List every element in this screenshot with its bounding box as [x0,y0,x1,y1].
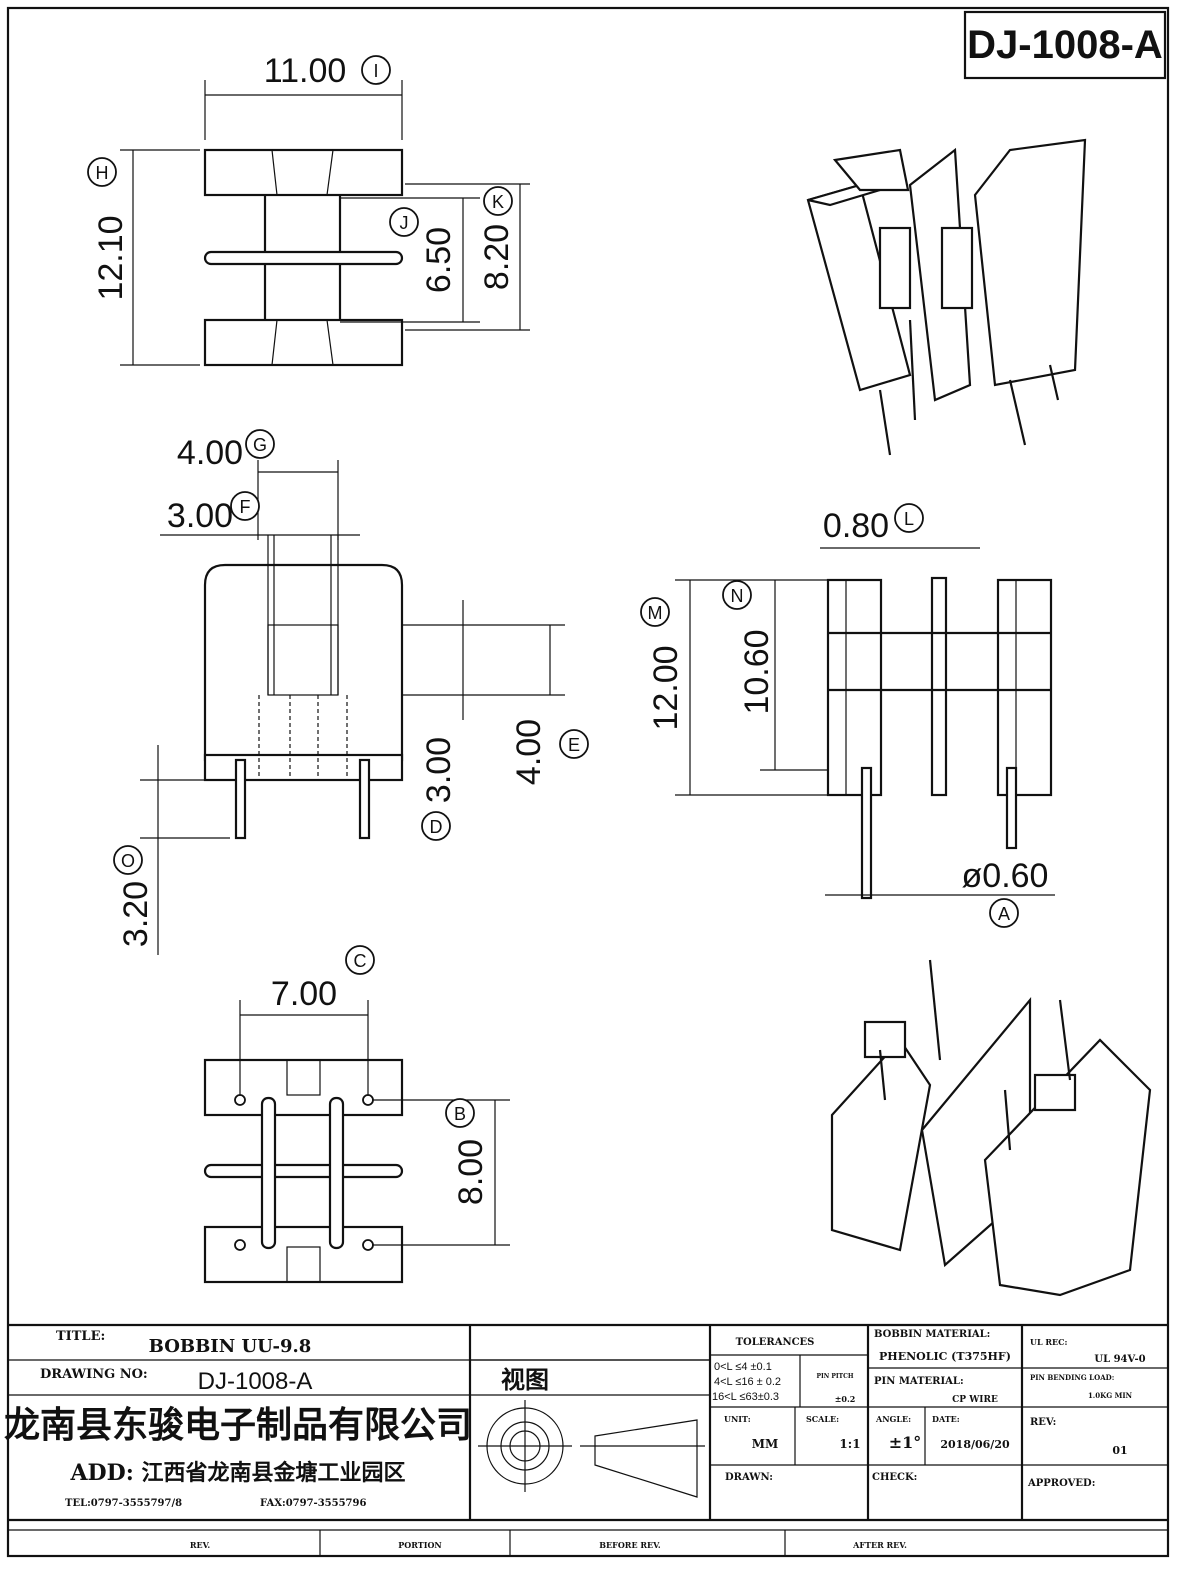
pin-load-value: 1.0KG MIN [1088,1391,1133,1400]
dim-B-letter: B [454,1104,466,1124]
dim-O-value: 3.20 [117,881,155,947]
code-box [963,10,1167,80]
drawing-no-label: DRAWING NO: [40,1367,148,1382]
dim-A: ø0.60 A [962,857,1049,928]
dim-E-value: 4.00 [510,719,548,785]
dim-F-value: 3.00 [167,497,233,535]
date-label: DATE: [932,1414,960,1424]
dim-I: 11.00 I [264,52,391,90]
tol-2: 4<L ≤16 ± 0.2 [714,1376,781,1388]
projection-symbol [478,1400,705,1498]
company-address: ADD: 江西省龙南县金塘工业园区 [69,1460,405,1486]
dim-I-value: 11.00 [264,52,347,90]
bottom-view [203,1000,510,1284]
dim-F: 3.00 F [167,491,260,535]
view-label: 视图 [501,1365,549,1394]
drawing-no-value: DJ-1008-A [198,1368,313,1395]
dim-D-letter: D [430,817,443,837]
ul-value: UL 94V-0 [1094,1354,1145,1365]
dim-K: K 8.20 [478,186,516,290]
rev-col-rev: REV. [190,1540,211,1550]
dim-J: J 6.50 [389,207,458,293]
dim-K-value: 8.20 [478,224,516,290]
dim-J-value: 6.50 [420,227,458,293]
dim-M-value: 12.00 [647,645,685,730]
dim-F-letter: F [240,497,251,517]
approved-label: APPROVED: [1027,1478,1095,1489]
dim-N-letter: N [731,586,744,606]
rev-col-after: AFTER REV. [852,1540,907,1550]
front-view [140,460,565,955]
pin-pitch-label: PIN PITCH [816,1373,853,1380]
company-tel: TEL:0797-3555797/8 [65,1498,182,1509]
dim-H-letter: H [96,163,109,183]
dim-H-value: 12.10 [92,215,130,300]
dim-A-letter: A [998,904,1010,924]
dim-O-letter: O [121,851,135,871]
dim-I-letter: I [373,61,378,81]
unit-label: UNIT: [724,1414,751,1424]
check-label: CHECK: [872,1472,917,1483]
scale-label: SCALE: [806,1414,839,1424]
dim-A-value: ø0.60 [962,857,1049,895]
angle-label: ANGLE: [875,1414,911,1424]
title-value: BOBBIN UU-9.8 [149,1336,312,1357]
dim-H: H 12.10 [87,157,130,301]
ul-label: UL REC: [1030,1337,1068,1347]
dim-N: N 10.60 [722,580,776,715]
dim-E-letter: E [568,735,580,755]
dim-D-value: 3.00 [420,737,458,803]
dim-B-value: 8.00 [452,1139,490,1205]
scale-value: 1:1 [839,1437,860,1451]
dim-J-letter: J [400,213,409,233]
rev-col-before: BEFORE REV. [599,1540,661,1550]
dim-C-letter: C [354,951,367,971]
dim-L-letter: L [904,509,914,529]
pin-material-value: CP WIRE [952,1395,998,1405]
bobbin-material-value: PHENOLIC (T375HF) [879,1350,1011,1363]
dim-B: B 8.00 [445,1098,490,1205]
drawing-code: DJ-1008-A [967,23,1163,67]
dim-C-value: 7.00 [271,975,337,1013]
dim-L-value: 0.80 [823,507,889,545]
rev-col-portion: PORTION [398,1540,441,1550]
tolerances-label: TOLERANCES [736,1337,815,1348]
drawn-label: DRAWN: [725,1472,773,1483]
company-fax: FAX:0797-3555796 [260,1498,366,1509]
tol-3: 16<L ≤63±0.3 [712,1391,779,1403]
top-view [120,80,530,367]
bobbin-material-label: BOBBIN MATERIAL: [874,1329,990,1340]
dim-M-letter: M [648,603,663,623]
dim-D: 3.00 D [420,737,458,841]
dim-M: M 12.00 [640,597,685,731]
dim-O: O 3.20 [113,845,155,947]
dim-G-letter: G [253,435,267,455]
date-value: 2018/06/20 [940,1438,1010,1451]
title-label: TITLE: [56,1329,105,1344]
dim-L: 0.80 L [823,503,924,545]
dim-K-letter: K [492,192,504,212]
side-view [675,547,1055,900]
angle-value: ±1° [889,1433,922,1452]
pin-material-label: PIN MATERIAL: [874,1376,964,1387]
tol-1: 0<L ≤4 ±0.1 [714,1361,772,1373]
rev-label: REV: [1030,1417,1056,1428]
dim-N-value: 10.60 [738,629,776,714]
company-name: 龙南县东骏电子制品有限公司 [4,1404,472,1446]
iso-view-top [806,138,1087,456]
dim-G: 4.00 G [177,429,275,472]
sheet-border [6,6,1170,1558]
pin-pitch-value: ±0.2 [835,1394,856,1404]
title-block: TITLE: BOBBIN UU-9.8 DRAWING NO: DJ-1008… [4,1323,1168,1556]
unit-value: MM [752,1437,779,1451]
rev-value: 01 [1112,1444,1127,1457]
pin-load-label: PIN BENDING LOAD: [1030,1373,1114,1382]
dim-C: C 7.00 [271,945,375,1013]
dim-E: 4.00 E [510,719,589,785]
dim-G-value: 4.00 [177,434,243,472]
iso-view-bottom [830,959,1152,1297]
